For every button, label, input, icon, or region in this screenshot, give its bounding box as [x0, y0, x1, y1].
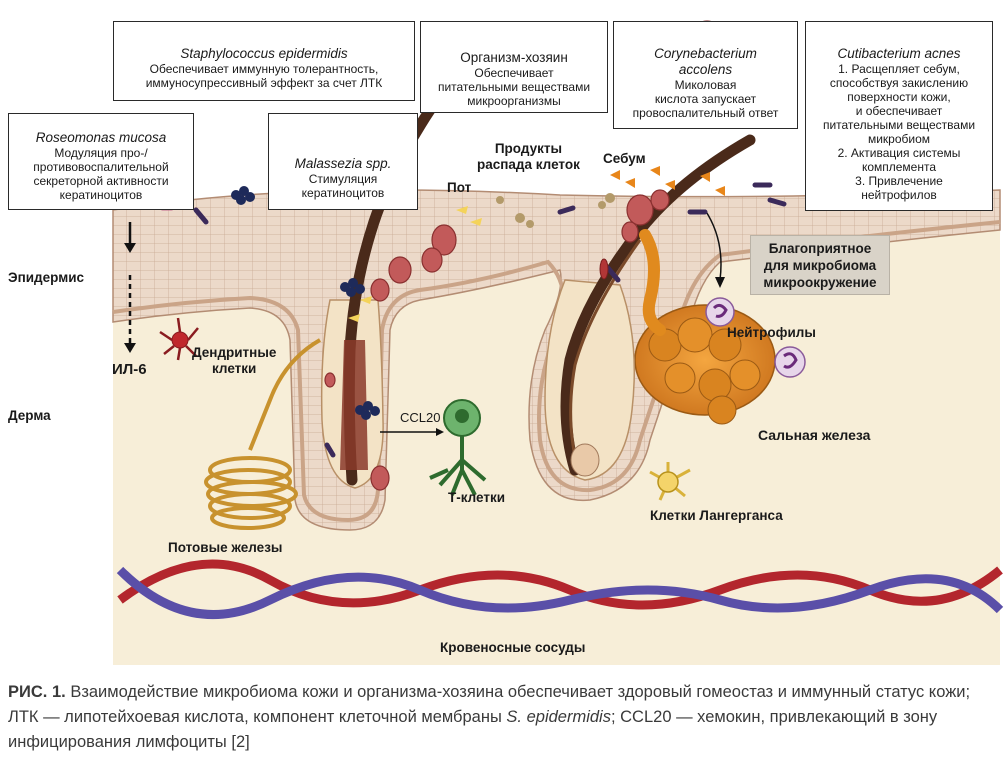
box-c-acnes-text: 1. Расщепляет себум, способствуя закисле…	[822, 62, 976, 202]
label-t-cells: Т-клетки	[448, 490, 506, 505]
box-s-epidermidis-text: Обеспечивает иммунную толерантность, имм…	[145, 62, 383, 90]
label-cell-products: Продукты распада клеток	[477, 141, 580, 172]
malassezia-cells	[324, 120, 670, 491]
skin-microbiome-figure: Staphylococcus epidermidis Обеспечивает …	[8, 20, 1004, 665]
box-r-mucosa-text: Модуляция про-/ противовоспалительной се…	[33, 146, 169, 202]
box-r-mucosa-title: Roseomonas mucosa	[35, 130, 167, 145]
hair-shaft-left	[340, 340, 368, 470]
label-sweat: Пот	[447, 180, 472, 195]
box-c-accolens-text: Миколовая кислота запускает провоспалите…	[632, 78, 779, 120]
cell-debris	[496, 193, 615, 228]
label-sebum: Себум	[603, 151, 646, 166]
sebaceous-gland-shape	[634, 304, 776, 425]
box-c-accolens: Corynebacterium accolens Миколовая кисло…	[613, 21, 798, 129]
box-malassezia-title: Malassezia spp.	[294, 156, 392, 171]
t-cell	[429, 399, 487, 496]
box-c-acnes-title: Cutibacterium acnes	[837, 46, 961, 61]
box-r-mucosa: Roseomonas mucosa Модуляция про-/ против…	[8, 113, 194, 210]
caption-text-part2: ; CCL20 — хемокин, привлекающий в зону и…	[8, 708, 938, 751]
box-malassezia-text: Стимуляция кератиноцитов	[301, 172, 385, 200]
label-dendritic-cells: Дендритные клетки	[192, 345, 277, 376]
sweat-drops	[348, 206, 482, 322]
caption-label: РИС. 1.	[8, 683, 66, 701]
sweat-gland-coil	[204, 456, 298, 530]
langerhans-cell	[649, 462, 691, 501]
favorable-microenvironment-box: Благоприятное для микробиома микроокруже…	[750, 235, 890, 295]
hair-bulb-right	[570, 443, 600, 477]
sebum-duct	[639, 229, 666, 336]
label-langerhans: Клетки Лангерганса	[650, 508, 783, 523]
dendritic-cell	[159, 317, 199, 361]
box-s-epidermidis-title: Staphylococcus epidermidis	[180, 46, 348, 61]
neutrophils-group	[705, 297, 806, 378]
label-epidermis: Эпидермис	[8, 270, 84, 285]
box-c-accolens-title: Corynebacterium accolens	[654, 46, 757, 77]
box-host-text: Обеспечивает питательными веществами мик…	[437, 66, 591, 108]
label-blood-vessels: Кровеносные сосуды	[440, 640, 586, 655]
sweat-duct	[248, 338, 321, 451]
label-sweat-glands: Потовые железы	[168, 540, 283, 555]
label-dermis: Дерма	[8, 408, 51, 423]
box-host: Организм-хозяин Обеспечивает питательным…	[420, 21, 608, 113]
label-neutrophils: Нейтрофилы	[727, 325, 816, 340]
figure-caption: РИС. 1. Взаимодействие микробиома кожи и…	[8, 680, 996, 755]
box-s-epidermidis: Staphylococcus epidermidis Обеспечивает …	[113, 21, 415, 101]
label-ccl20: CCL20	[400, 410, 441, 425]
vein	[116, 566, 1004, 620]
box-c-acnes: Cutibacterium acnes 1. Расщепляет себум,…	[805, 21, 993, 211]
caption-species: S. epidermidis	[506, 708, 611, 726]
box-malassezia: Malassezia spp. Стимуляция кератиноцитов	[268, 113, 418, 210]
hair-right	[560, 134, 756, 476]
label-il6: ИЛ-6	[112, 361, 147, 378]
label-sebaceous-gland: Сальная железа	[758, 427, 871, 443]
sebum-drops	[610, 166, 725, 196]
box-host-title: Организм-хозяин	[460, 50, 568, 65]
caption-text-part1: Взаимодействие микробиома кожи и организ…	[8, 683, 971, 726]
